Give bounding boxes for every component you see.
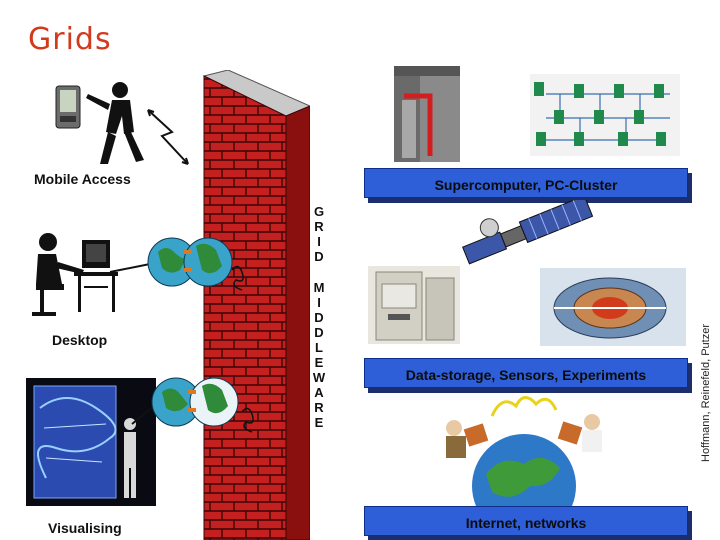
middleware-letter: E <box>314 415 324 430</box>
person-right-icon <box>557 414 602 452</box>
plug-globe-upper-icon <box>147 237 244 291</box>
internet-globe-illustration <box>446 396 602 514</box>
visualising-label: Visualising <box>48 520 122 536</box>
person-icon <box>86 82 144 164</box>
middleware-letter: R <box>314 219 324 234</box>
middleware-letter: I <box>317 234 321 249</box>
middleware-letter: L <box>315 340 323 355</box>
middleware-letter: E <box>314 355 324 370</box>
supercomputer-banner-label: Supercomputer, PC-Cluster <box>434 177 618 193</box>
wireless-arrow-icon <box>147 109 189 165</box>
internet-banner-label: Internet, networks <box>465 515 587 531</box>
data-storage-banner: Data-storage, Sensors, Experiments <box>364 358 688 388</box>
author-credit: Hoffmann, Reinefeld, Putzer <box>700 324 712 462</box>
satellite-illustration <box>462 200 594 265</box>
plug-globe-lower-icon <box>151 377 254 433</box>
pda-icon <box>55 85 81 129</box>
middleware-letter: R <box>314 400 324 415</box>
middleware-letter: D <box>314 249 324 264</box>
pc-cluster-network-illustration <box>530 74 680 156</box>
desktop-person-icon <box>32 233 84 316</box>
mobile-access-illustration <box>55 82 189 165</box>
desktop-user-illustration <box>32 233 118 316</box>
experiment-detector-illustration <box>540 268 686 346</box>
supercomputer-banner: Supercomputer, PC-Cluster <box>364 168 688 198</box>
middleware-letter: D <box>314 310 324 325</box>
desktop-label: Desktop <box>52 332 108 348</box>
internet-banner: Internet, networks <box>364 506 688 536</box>
middleware-letters: G R I D M I D D L E W A R E <box>309 204 329 430</box>
middleware-letter: G <box>313 204 325 219</box>
person-left-icon <box>446 420 489 458</box>
computer-icon <box>74 240 118 312</box>
page-title: Grids <box>28 22 112 57</box>
visualising-illustration <box>26 378 156 506</box>
supercomputer-illustration <box>394 66 460 162</box>
middleware-letter: M <box>313 280 325 295</box>
data-storage-illustration <box>368 266 460 344</box>
middleware-letter: D <box>314 325 324 340</box>
middleware-letter: I <box>317 295 321 310</box>
data-storage-banner-label: Data-storage, Sensors, Experiments <box>405 367 647 383</box>
middleware-letter: W <box>312 370 326 385</box>
middleware-letter: A <box>314 385 324 400</box>
mobile-access-label: Mobile Access <box>34 171 131 187</box>
